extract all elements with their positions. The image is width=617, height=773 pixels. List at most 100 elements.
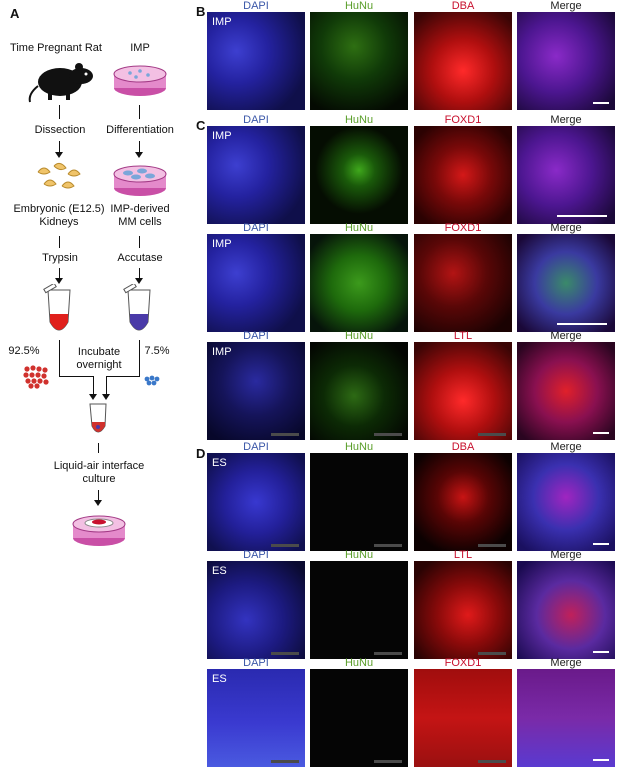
d2-ltl-image [414, 561, 512, 659]
scale-bar [271, 652, 299, 655]
c3-ltl-image [414, 342, 512, 440]
b-merge-image [517, 12, 615, 110]
c1-dapi-image: IMP [207, 126, 305, 224]
culture-line1: Liquid-air interface [53, 460, 145, 472]
d3-header-hunu: HuNu [344, 657, 374, 669]
c1-hunu-image [310, 126, 408, 224]
d3-foxd1-image [414, 669, 512, 767]
panel-c-letter: C [196, 118, 206, 133]
scale-bar [593, 543, 609, 545]
c2-header-hunu: HuNu [344, 222, 374, 234]
tube-merged-icon [89, 403, 107, 433]
d1-header-dapi: DAPI [243, 441, 269, 453]
b-dba-image [414, 12, 512, 110]
accutase-label: Accutase [117, 252, 163, 264]
scale-bar [593, 759, 609, 761]
d2-header-marker: LTL [453, 549, 473, 561]
c1-header-merge: Merge [550, 114, 582, 126]
d1-hunu-image [310, 453, 408, 551]
scale-bar [478, 760, 506, 763]
incubate-line2: overnight [76, 359, 122, 371]
b-hunu-image [310, 12, 408, 110]
imp-cells-icon [144, 375, 160, 386]
c2-merge-image [517, 234, 615, 332]
d2-header-merge: Merge [550, 549, 582, 561]
scale-bar [557, 215, 607, 217]
b-header-merge: Merge [550, 0, 582, 12]
panel-b-letter: B [196, 4, 206, 19]
trypsin-label: Trypsin [42, 252, 78, 264]
c2-header-dapi: DAPI [243, 222, 269, 234]
d2-header-dapi: DAPI [243, 549, 269, 561]
scale-bar [374, 760, 402, 763]
imp-title: IMP [130, 42, 150, 54]
c2-header-marker: FOXD1 [444, 222, 482, 234]
d2-hunu-image [310, 561, 408, 659]
differentiation-label: Differentiation [106, 124, 174, 136]
c3-header-merge: Merge [550, 330, 582, 342]
b-header-hunu: HuNu [344, 0, 374, 12]
rat-cells-icon [23, 365, 49, 389]
tube-blue-icon [123, 284, 151, 331]
scale-bar [478, 433, 506, 436]
scale-bar [478, 652, 506, 655]
d3-dapi-image: ES [207, 669, 305, 767]
kidneys-line2: Kidneys [39, 216, 79, 228]
mm-line2: MM cells [118, 216, 162, 228]
c1-merge-image [517, 126, 615, 224]
c1-row-label: IMP [212, 130, 232, 142]
c2-dapi-image: IMP [207, 234, 305, 332]
d2-header-hunu: HuNu [344, 549, 374, 561]
c3-dapi-image: IMP [207, 342, 305, 440]
rat-percent: 92.5% [8, 345, 40, 357]
c1-foxd1-image [414, 126, 512, 224]
kidneys-line1: Embryonic (E12.5) [13, 203, 105, 215]
mm-dish-icon [113, 165, 167, 196]
dissection-label: Dissection [34, 124, 86, 136]
d3-row-label: ES [212, 673, 227, 685]
rat-title: Time Pregnant Rat [10, 42, 102, 54]
culture-line2: culture [82, 473, 116, 485]
c2-header-merge: Merge [550, 222, 582, 234]
mm-line1: IMP-derived [110, 203, 170, 215]
panel-d-letter: D [196, 446, 206, 461]
c2-foxd1-image [414, 234, 512, 332]
tube-red-icon [43, 284, 71, 331]
scale-bar [374, 652, 402, 655]
d1-header-hunu: HuNu [344, 441, 374, 453]
d3-header-marker: FOXD1 [444, 657, 482, 669]
d3-header-merge: Merge [550, 657, 582, 669]
scale-bar [271, 760, 299, 763]
imp-percent: 7.5% [144, 345, 170, 357]
scale-bar [374, 433, 402, 436]
scale-bar [593, 432, 609, 434]
d3-hunu-image [310, 669, 408, 767]
c1-header-dapi: DAPI [243, 114, 269, 126]
scale-bar [271, 433, 299, 436]
d2-dapi-image: ES [207, 561, 305, 659]
d1-header-merge: Merge [550, 441, 582, 453]
scale-bar [478, 544, 506, 547]
scale-bar [593, 651, 609, 653]
d1-row-label: ES [212, 457, 227, 469]
d2-merge-image [517, 561, 615, 659]
panel-a-letter: A [10, 6, 20, 21]
c1-header-hunu: HuNu [344, 114, 374, 126]
d3-header-dapi: DAPI [243, 657, 269, 669]
b-header-marker: DBA [451, 0, 475, 12]
incubate-line1: Incubate [77, 346, 121, 358]
d1-dapi-image: ES [207, 453, 305, 551]
c3-header-hunu: HuNu [344, 330, 374, 342]
d2-row-label: ES [212, 565, 227, 577]
c3-header-dapi: DAPI [243, 330, 269, 342]
b-dapi-image: IMP [207, 12, 305, 110]
b-header-dapi: DAPI [243, 0, 269, 12]
c3-hunu-image [310, 342, 408, 440]
scale-bar [557, 323, 607, 325]
scale-bar [593, 102, 609, 104]
imp-dish-icon [113, 65, 167, 96]
d1-header-marker: DBA [451, 441, 475, 453]
c2-hunu-image [310, 234, 408, 332]
kidneys-icon [37, 162, 81, 189]
culture-dish-icon [72, 515, 126, 546]
